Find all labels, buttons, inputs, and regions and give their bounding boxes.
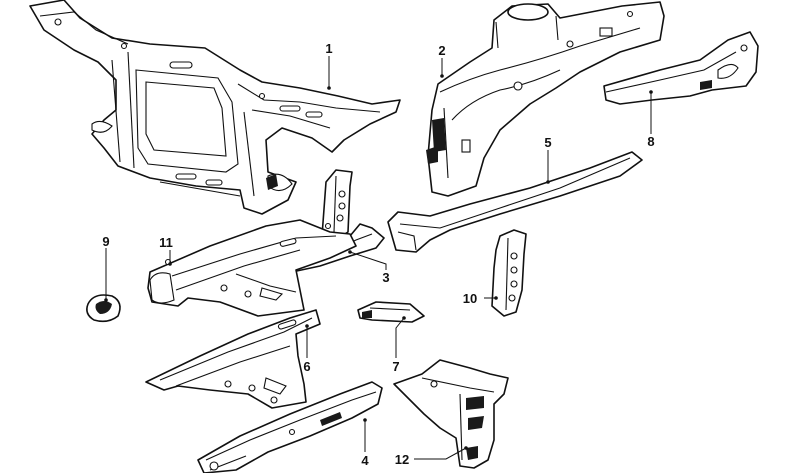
part-9-grommet — [86, 294, 121, 323]
callout-9: 9 — [102, 234, 109, 249]
callout-4: 4 — [361, 453, 369, 468]
part-2-wheel-arch — [426, 1, 665, 197]
part-6-longitudinal-member — [145, 309, 321, 409]
callout-2: 2 — [438, 43, 445, 58]
part-1-front-panel — [29, 0, 401, 215]
part-12-bracket — [393, 359, 509, 469]
callout-3: 3 — [382, 270, 389, 285]
part-4-channel-member — [197, 381, 383, 473]
callout-11: 11 — [159, 235, 173, 250]
leader-lines — [104, 56, 653, 460]
callout-8: 8 — [647, 134, 654, 149]
callout-5: 5 — [544, 135, 551, 150]
callout-6: 6 — [303, 359, 310, 374]
callout-12: 12 — [395, 452, 409, 467]
part-8-side-rail — [603, 31, 759, 105]
part-7-clip — [357, 301, 425, 323]
callout-7: 7 — [392, 359, 399, 374]
callout-10: 10 — [463, 291, 477, 306]
part-10-upright-bracket — [491, 229, 527, 317]
part-11-longitudinal-member — [147, 219, 357, 317]
part-5-sill-member — [387, 151, 643, 253]
callout-labels: 1 2 3 4 5 6 7 8 9 10 11 12 — [102, 41, 654, 468]
callout-1: 1 — [325, 41, 332, 56]
